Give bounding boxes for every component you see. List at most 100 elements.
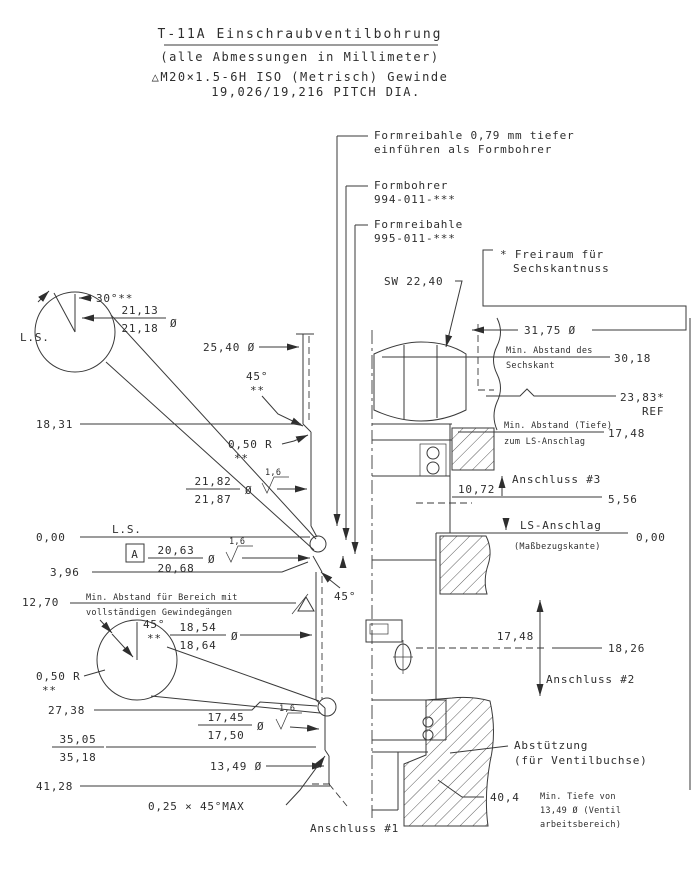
callout-text: 995-011-***	[374, 232, 456, 245]
dim-text: 0,25 × 45°MAX	[148, 800, 245, 813]
balloon-pointer	[110, 314, 317, 540]
note-text: Abstützung	[514, 739, 588, 752]
dim-ls-datum: LS-Anschlag (Maßbezugskante) 0,00	[436, 518, 666, 552]
housing-block-upper	[451, 427, 495, 471]
dim-text: Ø	[170, 317, 177, 330]
dim-text: Ø	[231, 630, 238, 643]
dim-text: **	[42, 684, 57, 697]
dim-2182-2187: 21,82 21,87 Ø 1,6	[186, 468, 307, 506]
dim-text: SW 22,40	[384, 275, 443, 288]
dim-text: 10,72	[458, 483, 495, 496]
port3-label: Anschluss #3	[512, 473, 601, 486]
cavity-profile	[296, 333, 348, 807]
note-text: zum LS-Anschlag	[504, 437, 585, 447]
dim-000-left: 0,00 L.S.	[36, 523, 310, 544]
dim-text: 18,26	[608, 642, 645, 655]
drawing-title: T-11A Einschraubventilbohrung	[158, 27, 443, 42]
dim-text: 45°	[143, 618, 165, 631]
drawing-subtitle: (alle Abmessungen in Millimeter)	[160, 50, 439, 64]
dim-text: 25,40 Ø	[203, 341, 255, 354]
dim-30deg: 30°**	[79, 292, 132, 305]
pitch-spec: 19,026/19,216 PITCH DIA.	[211, 85, 420, 99]
note-text: Min. Tiefe von	[540, 792, 616, 802]
note-text: (für Ventilbuchse)	[514, 754, 648, 767]
dim-text: 5,56	[608, 493, 638, 506]
ls-corner-detail-target	[309, 535, 327, 553]
hex-head	[373, 341, 467, 422]
ls-label: L.S.	[112, 523, 142, 536]
port2-label: Anschluss #2	[546, 673, 635, 686]
dim-1748-min-ls: Min. Abstand (Tiefe) zum LS-Anschlag 17,…	[458, 421, 644, 447]
dim-text: 31,75 Ø	[524, 324, 576, 337]
break-line	[493, 317, 501, 431]
callout-text: Formreibahle 0,79 mm tiefer	[374, 129, 574, 142]
dim-2738: 27,38	[48, 701, 318, 717]
callout-text: einführen als Formbohrer	[374, 143, 552, 156]
dim-text: 17,45	[207, 711, 244, 724]
dim-4128: 41,28	[36, 780, 330, 793]
surface-finish-icon: 1,6	[225, 537, 253, 563]
callout-form-reamer: Formreibahle 995-011-***	[339, 218, 463, 568]
dim-45-mid: 45°	[320, 571, 355, 603]
dim-1748-port2: 17,48	[497, 600, 544, 696]
datum-a: A	[131, 548, 138, 561]
balloon-pointer	[150, 695, 321, 714]
note-text: vollständigen Gewindegängen	[86, 608, 232, 618]
dim-text: 20,68	[157, 562, 194, 575]
callout-hex-clearance: * Freiraum für Sechskantnuss	[482, 248, 687, 331]
dim-text: 0,00	[636, 531, 666, 544]
balloon-pointer	[166, 646, 320, 702]
dim-text: 30,18	[614, 352, 651, 365]
backup-ring	[426, 461, 440, 475]
surface-finish-icon: 1,6	[261, 468, 289, 494]
note-text: Min. Abstand des	[506, 346, 593, 356]
dim-text: 17,48	[497, 630, 534, 643]
finish-value: 1,6	[265, 468, 281, 478]
dim-text: REF	[642, 405, 664, 418]
dim-text: Ø	[208, 553, 215, 566]
dim-text: 21,13	[121, 304, 158, 317]
dim-1745-1750: 17,45 17,50 Ø 1,6	[198, 704, 320, 742]
dim-text: 0,50 R	[228, 438, 273, 451]
dim-text: **	[250, 384, 265, 397]
dim-3175: 31,75 Ø	[472, 324, 576, 337]
callout-text: Formreibahle	[374, 218, 463, 231]
dim-r050-lower: 0,50 R **	[36, 669, 106, 697]
dim-396: 3,96	[50, 561, 309, 579]
housing-block-mid	[439, 535, 491, 595]
dim-chamfer: 0,25 × 45°MAX	[148, 755, 326, 813]
note-text: Sechskant	[506, 361, 555, 371]
dim-r050-upper: 0,50 R **	[228, 434, 309, 465]
seat-detail-balloon: 45° **	[96, 618, 321, 714]
dim-text: 3,96	[50, 566, 80, 579]
dim-text: 41,28	[36, 780, 73, 793]
callout-text: Sechskantnuss	[513, 262, 610, 275]
finish-value: 1,6	[229, 537, 245, 547]
dim-text: 40,4	[490, 791, 520, 804]
dim-1831: 18,31	[36, 418, 301, 431]
note-text: Min. Abstand für Bereich mit	[86, 593, 238, 603]
bracket	[482, 249, 687, 331]
title-block: T-11A Einschraubventilbohrung (alle Abme…	[152, 27, 447, 99]
note-text: Min. Abstand (Tiefe)	[504, 421, 612, 431]
dim-1854-1864: 18,54 18,64 Ø	[170, 621, 312, 652]
oring-groove	[419, 443, 447, 477]
dim-2063-2068-datum-a: A 20,63 20,68 Ø 1,6	[125, 537, 310, 575]
note-text: 13,49 Ø (Ventil	[540, 805, 621, 816]
callout-support: Abstützung (für Ventilbuchse)	[449, 739, 648, 767]
callout-text: * Freiraum für	[500, 248, 604, 261]
callout-text: 994-011-***	[374, 193, 456, 206]
dim-text: Ø	[257, 720, 264, 733]
dim-sw2240: SW 22,40	[384, 275, 463, 348]
dim-text: 0,50 R	[36, 670, 81, 683]
valve-assembly	[365, 330, 467, 818]
dim-text: 21,87	[194, 493, 231, 506]
housing-section	[403, 317, 691, 827]
dim-text: 21,82	[194, 475, 231, 488]
ls-label: L.S.	[20, 331, 50, 344]
dim-text: 13,49 Ø	[210, 760, 262, 773]
dim-1826: 18,26	[416, 642, 645, 655]
spool-window	[365, 619, 403, 643]
note-text: LS-Anschlag	[520, 519, 602, 532]
